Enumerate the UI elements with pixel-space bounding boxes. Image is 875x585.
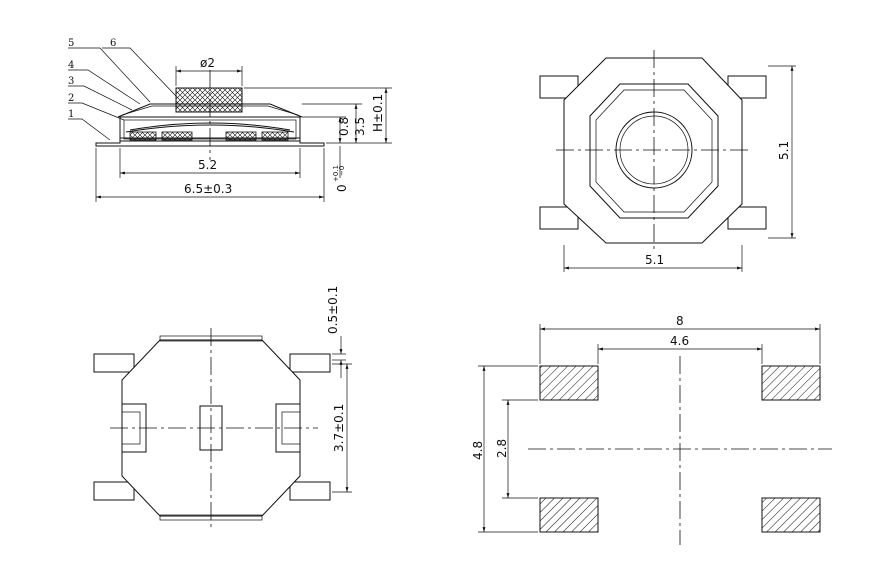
pad-bottom-right <box>761 497 821 533</box>
top-view: 5.1 5.1 <box>539 50 796 272</box>
pad-layout-view: 8 4.6 4.8 2.8 <box>471 314 832 545</box>
callout-2: 2 <box>68 93 74 104</box>
dim-contact-height: 0.8 <box>337 117 351 136</box>
dim-top-width: 5.1 <box>645 253 664 267</box>
dim-base-height: 3.5 <box>353 117 367 136</box>
pad-top-left <box>539 365 599 401</box>
dim-pin-pitch: 3.7±0.1 <box>332 404 346 452</box>
dim-top-height: 5.1 <box>777 141 791 160</box>
callout-3: 3 <box>68 76 74 87</box>
dim-height: H±0.1 <box>371 94 385 132</box>
callout-4: 4 <box>68 60 74 71</box>
dim-overall-width: 6.5±0.3 <box>184 182 232 196</box>
svg-text:+0.1: +0.1 <box>332 165 340 182</box>
bottom-view: 0.5±0.1 3.7±0.1 <box>93 286 352 530</box>
dim-inner-height: 2.8 <box>495 439 509 458</box>
callout-1: 1 <box>68 109 74 120</box>
side-section-view: 5 6 4 3 2 1 ø2 5.2 6.5±0.3 H±0.1 3.5 0.8… <box>68 38 392 202</box>
dim-outer-span: 8 <box>676 314 684 328</box>
callout-6: 6 <box>110 38 116 49</box>
callout-5: 5 <box>68 38 74 49</box>
svg-text:−0: −0 <box>338 166 346 176</box>
pad-bottom-left <box>539 497 599 533</box>
dim-body-width: 5.2 <box>198 158 217 172</box>
dim-standoff: 0 <box>335 184 349 192</box>
dim-outer-height: 4.8 <box>471 441 485 460</box>
dim-actuator-diameter: ø2 <box>200 56 215 70</box>
dim-pin-width: 0.5±0.1 <box>326 286 340 334</box>
pad-top-right <box>761 365 821 401</box>
dim-inner-span: 4.6 <box>670 334 689 348</box>
